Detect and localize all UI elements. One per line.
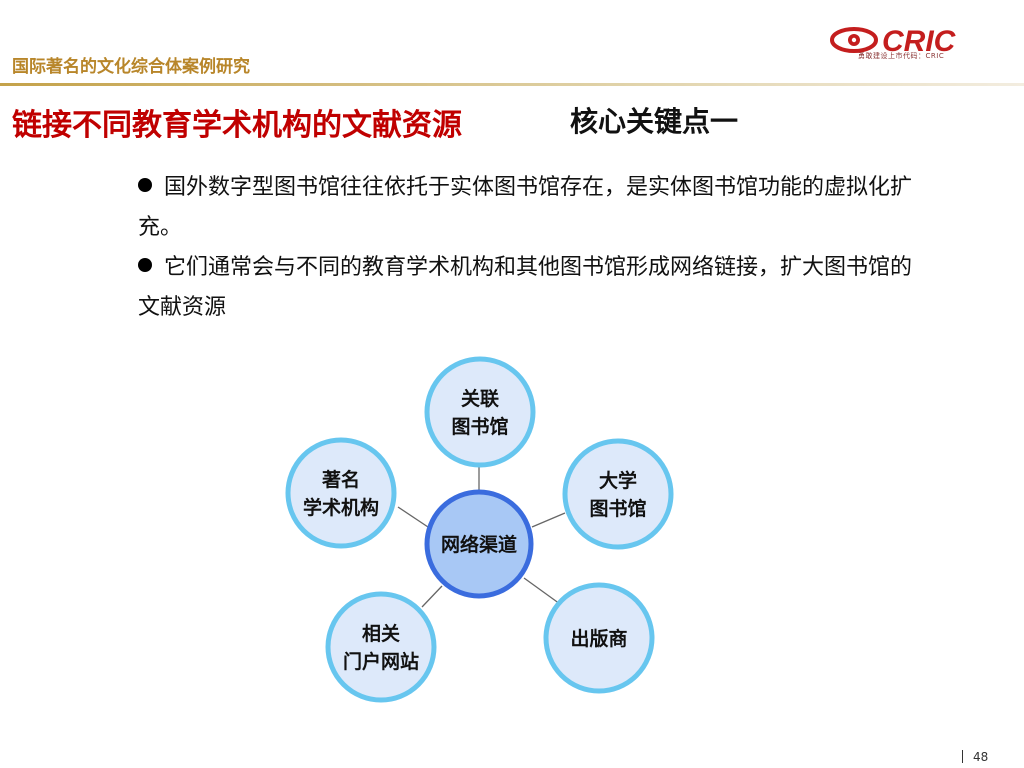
bullet-dot-icon [138, 178, 152, 192]
node-network-channel: 网络渠道 [424, 489, 534, 599]
center-label: 网络渠道 [441, 533, 517, 556]
bullet-item: 国外数字型图书馆往往依托于实体图书馆存在，是实体图书馆功能的虚拟化扩充。 [138, 168, 918, 248]
bullet-text: 它们通常会与不同的教育学术机构和其他图书馆形成网络链接，扩大图书馆的文献资源 [138, 255, 913, 320]
connector-line [531, 512, 566, 528]
cric-logo: CRIC [830, 25, 957, 58]
node-label-line: 图书馆 [589, 497, 646, 520]
connector-line [523, 577, 561, 605]
node-university-library: 大学 图书馆 [562, 438, 674, 550]
page-separator [962, 750, 963, 763]
node-label-line: 著名 [322, 468, 360, 491]
header-divider [0, 83, 1024, 86]
slide-title: 链接不同教育学术机构的文献资源 [12, 108, 462, 143]
node-label-line: 门户网站 [343, 650, 419, 673]
eye-emblem-icon [830, 27, 878, 53]
node-academic-institution: 著名 学术机构 [285, 437, 397, 549]
bullet-list: 国外数字型图书馆往往依托于实体图书馆存在，是实体图书馆功能的虚拟化扩充。 它们通… [138, 168, 918, 328]
node-related-library: 关联 图书馆 [424, 356, 536, 468]
page-number: 48 [962, 750, 988, 764]
node-label-line: 相关 [362, 622, 400, 645]
page-number-text: 48 [973, 750, 989, 764]
section-title: 国际著名的文化综合体案例研究 [12, 57, 250, 77]
slide-subtitle: 核心关键点一 [570, 105, 739, 138]
logo-tagline: 勇敢建设上市代码：CRIC [858, 52, 945, 60]
logo-wordmark: CRIC [882, 25, 957, 58]
bullet-item: 它们通常会与不同的教育学术机构和其他图书馆形成网络链接，扩大图书馆的文献资源 [138, 248, 918, 328]
node-label-line: 学术机构 [303, 496, 379, 519]
connector-line [421, 585, 443, 608]
node-label-line: 出版商 [570, 627, 627, 650]
node-label-line: 大学 [599, 469, 637, 492]
node-publisher: 出版商 [543, 582, 655, 694]
connector-line [397, 506, 429, 528]
node-related-portal: 相关 门户网站 [325, 591, 437, 703]
node-label-line: 图书馆 [451, 415, 508, 438]
bullet-text: 国外数字型图书馆往往依托于实体图书馆存在，是实体图书馆功能的虚拟化扩充。 [138, 175, 913, 240]
bullet-dot-icon [138, 258, 152, 272]
node-label-line: 关联 [461, 387, 499, 410]
